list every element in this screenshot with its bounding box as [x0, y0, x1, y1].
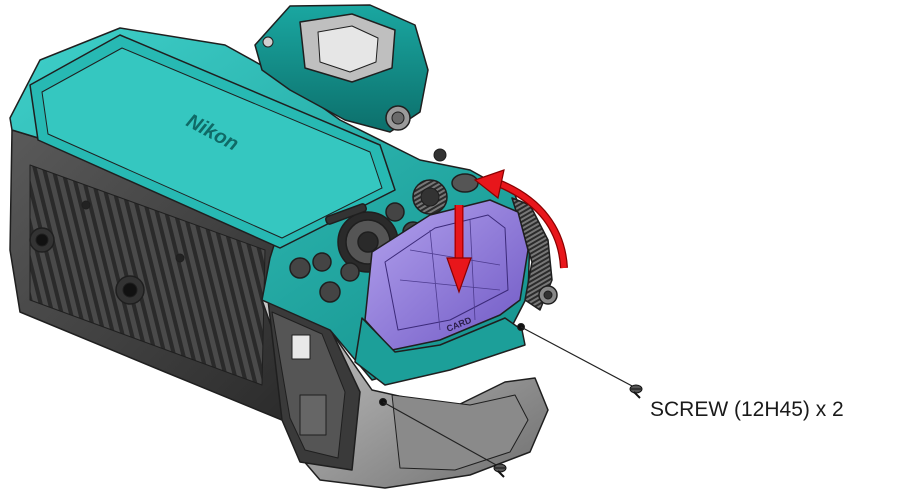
screw-icon — [493, 463, 507, 478]
camera-body: Nikon — [9, 4, 558, 489]
arrow-curved-icon — [473, 169, 568, 269]
arrow-down-icon — [446, 205, 472, 294]
bottom-plate-ribs — [29, 164, 266, 386]
screw-leaders — [382, 326, 635, 467]
door-rim — [354, 317, 526, 386]
af-on-button — [451, 173, 479, 193]
screw-callout: SCREW (12H45) x 2 — [650, 398, 844, 421]
screw-icon — [629, 384, 643, 399]
